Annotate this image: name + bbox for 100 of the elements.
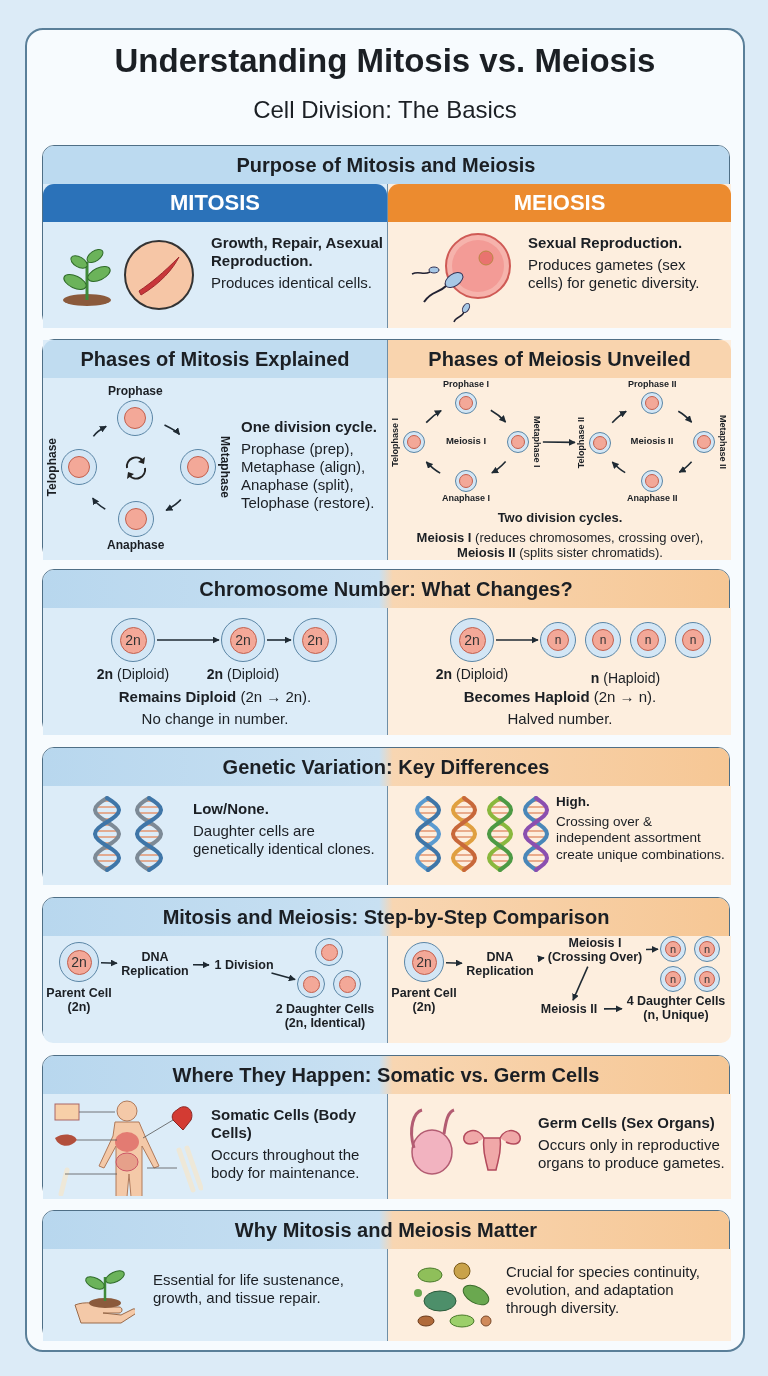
arrow <box>491 460 507 474</box>
chromosome-count: 2n <box>411 949 437 975</box>
phase-diagram <box>443 380 489 414</box>
cell-drawing <box>660 966 686 992</box>
phase-diagram <box>577 417 611 469</box>
comparison-panel <box>387 608 731 735</box>
arrow <box>490 409 507 423</box>
section-heading: Purpose of Mitosis and Meiosis <box>236 153 536 177</box>
panel-heading: MITOSIS <box>169 190 261 216</box>
description: Halved number. <box>506 710 614 728</box>
cell-drawing <box>694 966 720 992</box>
chromosome-count: 2n <box>119 626 147 654</box>
section-card <box>42 1210 730 1340</box>
comparison-panel <box>387 786 731 885</box>
cell-drawing <box>59 942 99 982</box>
phase-label: Prophase I <box>443 380 489 390</box>
phase-diagram <box>627 470 678 504</box>
diagram-label: Meiosis I <box>444 436 488 447</box>
panel-heading: Phases of Mitosis Explained <box>80 347 350 371</box>
arrow <box>572 965 589 1001</box>
arrow <box>100 959 118 967</box>
arrow <box>156 636 220 644</box>
diagram-label: n (Haploid) <box>589 670 662 687</box>
cell-drawing <box>221 618 265 662</box>
description: Occurs only in reproductive organs to produce gametes. <box>538 1136 726 1172</box>
cell-drawing <box>450 618 494 662</box>
arrow <box>425 409 442 424</box>
cell-caption: Parent Cell (2n) <box>45 986 113 1015</box>
step-label: Meiosis I (Crossing Over) <box>546 936 644 965</box>
chromosome-count: n <box>547 629 569 651</box>
panel-heading: MEIOSIS <box>513 190 606 216</box>
section-heading: Where They Happen: Somatic vs. Germ Cells <box>172 1063 600 1087</box>
cell-drawing <box>694 936 720 962</box>
phase-label: Telophase <box>46 438 60 497</box>
arrow <box>266 636 292 644</box>
page-title: Understanding Mitosis vs. Meiosis <box>113 42 657 80</box>
step-label: 4 Daughter Cells (n, Unique) <box>624 994 728 1023</box>
chromosome-count: n <box>592 629 614 651</box>
phase-diagram <box>628 380 677 414</box>
key-point: One division cycle. <box>241 418 378 436</box>
diagram-label: Meiosis II <box>629 436 675 447</box>
comparison-panel <box>43 184 387 328</box>
cell-drawing <box>585 622 621 658</box>
cell-drawing <box>111 618 155 662</box>
cell-drawing <box>540 622 576 658</box>
section-card <box>42 747 730 884</box>
description: Daughter cells are genetically identical clones. <box>193 822 376 858</box>
cell-drawing <box>660 936 686 962</box>
arrow <box>92 425 107 438</box>
arrow <box>165 498 182 512</box>
section-card <box>42 1055 730 1198</box>
step-label: DNA Replication <box>119 950 191 979</box>
comparison-panel <box>387 1094 731 1199</box>
description: Prophase (prep), Metaphase (align), Anaphase (split), Telophase (restore). <box>241 440 376 512</box>
section-heading: Genetic Variation: Key Differences <box>222 755 550 779</box>
comparison-panel <box>387 1249 731 1341</box>
step-label: DNA Replication <box>464 950 536 979</box>
arrow <box>678 461 693 473</box>
cell-caption: 2n (Diploid) <box>205 666 281 683</box>
description: Remains Diploid (2n → 2n). <box>117 688 313 706</box>
comparison-panel <box>387 936 731 1043</box>
phase-label: Telophase I <box>391 418 401 467</box>
diagram-label: 2 Daughter Cells (2n, Identical) <box>274 1002 376 1031</box>
phase-diagram <box>391 418 425 467</box>
arrow <box>542 438 576 446</box>
description: Crossing over & independent assortment create unique combinations. <box>556 814 726 863</box>
subtitle: Cell Division: The Basics <box>252 96 518 124</box>
arrow <box>163 424 181 436</box>
phase-label: Anaphase <box>107 539 165 553</box>
cell-drawing <box>675 622 711 658</box>
chromosome-count: n <box>699 941 715 957</box>
arrow <box>91 497 107 510</box>
key-point: Germ Cells (Sex Organs) <box>538 1114 716 1132</box>
comparison-panel <box>43 1094 387 1199</box>
description: Crucial for species continuity, evolution, and adaptation through diversity. <box>506 1263 701 1317</box>
phase-label: Telophase II <box>577 417 587 469</box>
arrow <box>645 945 659 953</box>
comparison-panel <box>43 340 387 560</box>
section-card <box>42 145 730 327</box>
phase-label: Metaphase I <box>531 416 541 468</box>
phase-diagram <box>442 470 490 504</box>
section-heading: Mitosis and Meiosis: Step-by-Step Comparison <box>162 905 610 929</box>
arrow <box>445 959 463 967</box>
comparison-panel <box>43 786 387 885</box>
description: Produces gametes (sex cells) for genetic diversity. <box>528 256 701 292</box>
section-card <box>42 569 730 734</box>
arrow <box>495 636 539 644</box>
comparison-panel <box>43 608 387 735</box>
cell-drawing <box>315 938 343 966</box>
arrow <box>192 961 210 969</box>
chromosome-count: 2n <box>458 626 486 654</box>
cell-caption: Parent Cell (2n) <box>390 986 458 1015</box>
chromosome-count: 2n <box>301 626 329 654</box>
phase-label: Metaphase II <box>717 415 727 470</box>
description: Essential for life sustenance, growth, and tissue repair. <box>153 1271 345 1307</box>
comparison-panel <box>387 340 731 560</box>
description: Produces identical cells. <box>211 274 373 292</box>
description: No change in number. <box>140 710 290 728</box>
description: Becomes Haploid (2n → n). <box>462 688 658 706</box>
key-point: Growth, Repair, Asexual Reproduction. <box>211 234 383 270</box>
